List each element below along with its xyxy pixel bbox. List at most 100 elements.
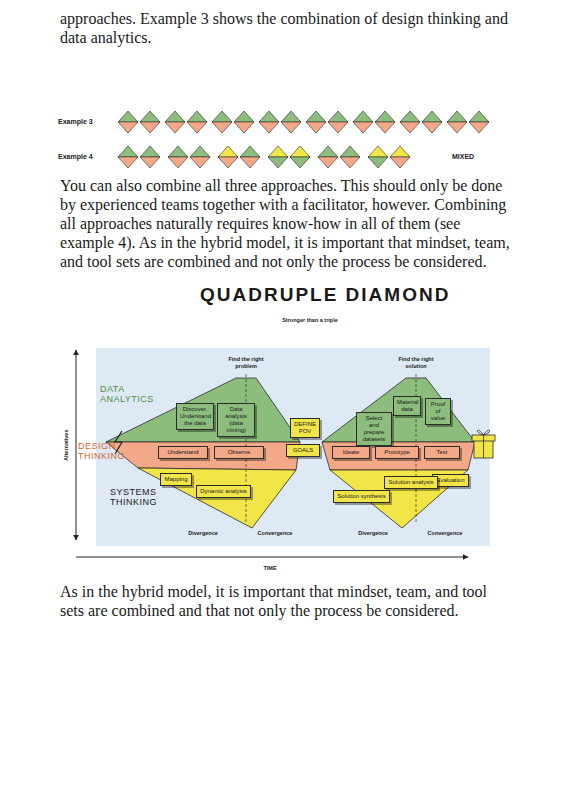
mixed-tag: MIXED	[452, 153, 474, 160]
example-diamonds	[118, 111, 489, 168]
process-box: Dynamic analysis	[196, 485, 251, 498]
diamond-half	[318, 157, 338, 168]
process-box: Test	[424, 446, 460, 459]
background-panel	[96, 348, 490, 546]
process-box: GOALS	[286, 444, 320, 457]
diamond-half	[259, 111, 279, 122]
process-box: Prototype	[375, 446, 419, 459]
box-text: Mapping	[164, 476, 188, 483]
approach-label: DATA ANALYTICS	[100, 384, 160, 404]
diamond-half	[140, 146, 160, 157]
diamond-half	[190, 146, 210, 157]
box-text: Observe	[218, 449, 260, 456]
approach-label: SYSTEMS THINKING	[110, 487, 170, 507]
diamond-half	[140, 122, 160, 133]
diamond-half	[340, 157, 360, 168]
diamond-half	[118, 122, 138, 133]
diamond-half	[400, 111, 420, 122]
diamond-half	[390, 157, 410, 168]
diamond-half	[281, 111, 301, 122]
phase-goal: Find the right problem	[222, 356, 270, 369]
diamond-half	[218, 157, 238, 168]
process-box: Ideate	[332, 446, 370, 459]
box-text: Discover, Understand the data	[180, 406, 210, 427]
phase-label: Convergence	[250, 530, 300, 537]
diamond-half	[140, 111, 160, 122]
diamond-half	[234, 122, 254, 133]
diamond-half	[469, 111, 489, 122]
phase-label: Divergence	[178, 530, 228, 537]
box-text: Solution analysis	[388, 479, 434, 486]
diamond-half	[165, 111, 185, 122]
diamond-half	[281, 122, 301, 133]
gift-icon	[472, 430, 495, 458]
process-box: Discover, Understand the data	[176, 403, 214, 430]
process-box: Solution analysis	[384, 476, 438, 489]
diamond-half	[118, 157, 138, 168]
body-paragraph: As in the hybrid model, it is important …	[60, 582, 510, 620]
diamond-half	[218, 146, 238, 157]
process-box: Material data	[393, 396, 421, 416]
diamond-half	[290, 146, 310, 157]
diamond-half	[140, 157, 160, 168]
diamond-half	[118, 146, 138, 157]
body-paragraph: approaches. Example 3 shows the combinat…	[60, 9, 510, 47]
diamond-half	[190, 157, 210, 168]
phase-label: Convergence	[420, 530, 470, 537]
diamond-half	[212, 122, 232, 133]
phase-label: Divergence	[348, 530, 398, 537]
diamond-half	[447, 111, 467, 122]
box-text: GOALS	[290, 447, 316, 454]
alternatives-axis	[76, 350, 77, 540]
box-text: Dynamic analysis	[200, 488, 247, 495]
box-text: Data analysis (data mining)	[221, 406, 251, 434]
box-text: Material data	[397, 399, 417, 413]
diamond-half	[368, 146, 388, 157]
diamond-half	[168, 157, 188, 168]
quadruple-diamond	[106, 378, 475, 528]
box-text: Proof of value	[429, 401, 447, 422]
approach-label: DESIGN THINKING	[78, 441, 116, 461]
row-label: Example 3	[58, 118, 93, 125]
axis-label: TIME	[250, 565, 290, 572]
box-text: Select and prepare datasets	[360, 415, 388, 443]
diamond-half	[353, 111, 373, 122]
diamond-half	[422, 122, 442, 133]
diamond-half	[240, 157, 260, 168]
diamond-half	[340, 146, 360, 157]
phase-divider	[246, 374, 416, 524]
diamond-half	[187, 111, 207, 122]
box-text: Solution synthesis	[337, 493, 386, 500]
diamond-half	[400, 122, 420, 133]
diamond-half	[168, 146, 188, 157]
diamond-half	[368, 157, 388, 168]
diamond-half	[165, 122, 185, 133]
diamond-half	[234, 111, 254, 122]
process-box: Mapping	[160, 473, 192, 486]
diamond-half	[375, 111, 395, 122]
process-box: Solution synthesis	[333, 490, 390, 503]
diamond-half	[469, 122, 489, 133]
axis-label: Alternatives	[63, 420, 70, 470]
box-text: Understand	[162, 449, 204, 456]
diamond-half	[187, 122, 207, 133]
time-axis	[76, 557, 468, 558]
diamond-half	[306, 122, 326, 133]
diamond-half	[306, 111, 326, 122]
box-text: DEFINE POV	[294, 421, 316, 435]
diamond-half	[318, 146, 338, 157]
diamond-half	[118, 111, 138, 122]
diamond-half	[422, 111, 442, 122]
phase-goal: Find the right solution	[392, 356, 440, 369]
diamond-half	[375, 122, 395, 133]
diamond-half	[328, 111, 348, 122]
diamond-half	[328, 122, 348, 133]
lightning-sign	[115, 431, 122, 454]
diamond-half	[290, 157, 310, 168]
diamond-half	[447, 122, 467, 133]
diamond-half	[268, 157, 288, 168]
diamond-half	[353, 122, 373, 133]
box-text: Ideate	[336, 449, 366, 456]
box-text: Evaluation	[436, 477, 465, 484]
box-text: Prototype	[379, 449, 415, 456]
